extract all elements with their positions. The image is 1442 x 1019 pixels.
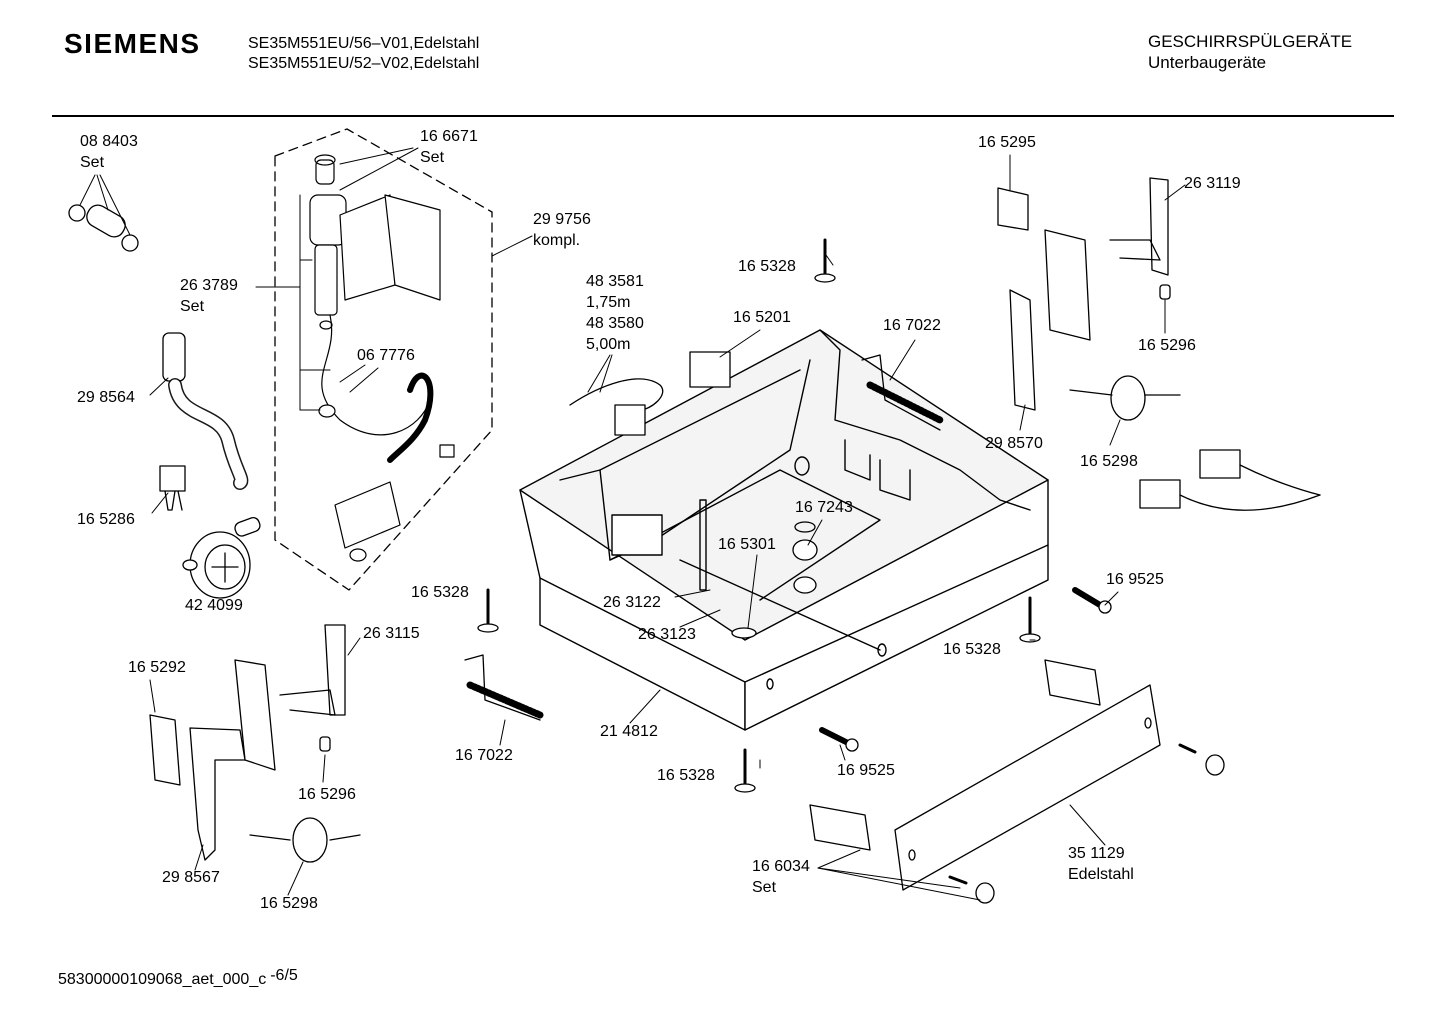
part-label: 16 5298 [260, 895, 318, 912]
model-line-2: SE35M551EU/52–V02,Edelstahl [248, 55, 480, 72]
sensor-bracket [159, 465, 186, 511]
part-label: 16 5296 [1138, 337, 1196, 354]
part-label: 16 5292 [128, 659, 186, 676]
part-label: 16 5328 [943, 641, 1001, 658]
model-list: SE35M551EU/56–V01,Edelstahl SE35M551EU/5… [248, 34, 479, 74]
left-bracket [149, 624, 361, 863]
part-label: 16 9525 [1106, 571, 1164, 588]
heater-element-left [464, 654, 544, 721]
part-label: 06 7776 [357, 347, 415, 364]
brand-logo: SIEMENS [64, 28, 201, 59]
panel-caps [948, 743, 1225, 904]
part-label: 29 8564 [77, 389, 135, 406]
footer: 58300000109068_aet_000_c-6/5 [58, 967, 298, 989]
screw-left [477, 588, 499, 633]
part-label: 21 4812 [600, 723, 658, 740]
panel-bracket-right [1044, 659, 1101, 706]
part-label: 16 5301 [718, 536, 776, 553]
panel-bracket-left [809, 804, 871, 851]
drain-pump [182, 517, 261, 599]
part-label: 26 3119 [1184, 175, 1241, 192]
part-label: 16 5296 [298, 786, 356, 803]
assembly-dashed-outline [274, 128, 493, 591]
part-label: 26 3123 [638, 626, 696, 643]
front-panel [894, 684, 1161, 891]
category-title: GESCHIRRSPÜLGERÄTE [1148, 32, 1353, 51]
header-divider [52, 115, 1394, 117]
part-label: 29 8570 [985, 435, 1043, 452]
category-block: GESCHIRRSPÜLGERÄTE Unterbaugeräte [1148, 31, 1352, 73]
part-label: 16 5286 [77, 511, 135, 528]
part-label: 16 5328 [411, 584, 469, 601]
supply-cable [569, 351, 731, 436]
bolt-right [1072, 587, 1112, 614]
heater-element-right [861, 354, 944, 431]
part-label: 16 5295 [978, 134, 1036, 151]
part-label: 16 5298 [1080, 453, 1138, 470]
right-bracket [997, 177, 1181, 421]
part-label: 29 8567 [162, 869, 220, 886]
screw-top [814, 238, 836, 283]
part-label: 42 4099 [185, 597, 243, 614]
category-subtitle: Unterbaugeräte [1148, 53, 1267, 72]
part-label: 16 5328 [738, 258, 796, 275]
bolt-bottom [819, 727, 859, 752]
screw-bottom [734, 748, 756, 793]
part-label: 16 7022 [883, 317, 941, 334]
float-fittings [731, 521, 818, 639]
part-label: 26 3122 [603, 594, 661, 611]
part-label: 16 9525 [837, 762, 895, 779]
part-label: 16 5328 [657, 767, 715, 784]
screw-right [1019, 596, 1041, 643]
model-line-1: SE35M551EU/56–V01,Edelstahl [248, 35, 480, 52]
document-id: 58300000109068_aet_000_c [58, 971, 267, 988]
pump-assembly [309, 154, 455, 562]
part-label: 26 3115 [363, 625, 420, 642]
corrugated-hose [162, 332, 249, 490]
part-label: 16 7243 [795, 499, 853, 516]
base-tub [519, 329, 1049, 731]
part-label: 16 7022 [455, 747, 513, 764]
part-label: 16 5201 [733, 309, 791, 326]
hose-clamp-set [68, 204, 139, 252]
page-number: -6/5 [270, 967, 298, 984]
cable-harness [1139, 449, 1321, 511]
leader-lines [79, 147, 1186, 901]
